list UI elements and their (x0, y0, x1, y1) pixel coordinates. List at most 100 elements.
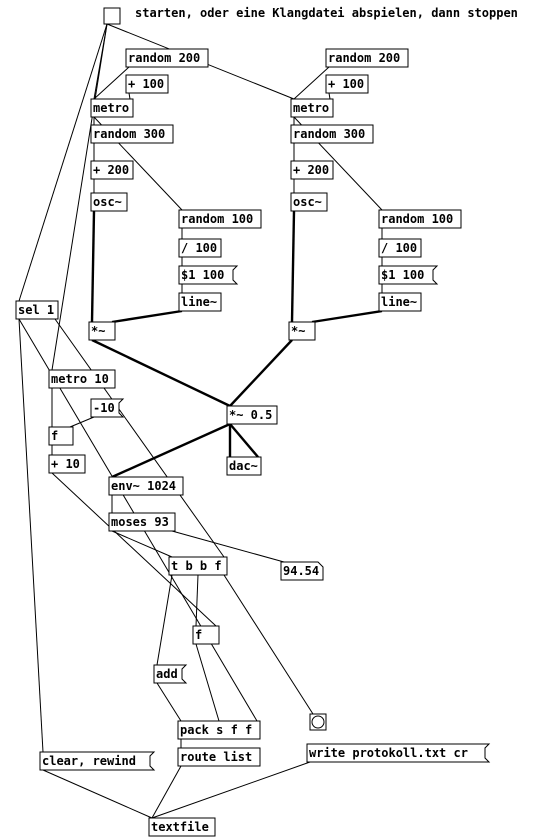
patch-cord (311, 309, 383, 324)
metro10-object[interactable]: metro 10 (48, 369, 116, 389)
p200b-object[interactable]: + 200 (290, 160, 334, 180)
patch-comment: starten, oder eine Klangdatei abspielen,… (135, 6, 518, 20)
lineA-label: line~ (181, 295, 217, 309)
mul05-object[interactable]: *~ 0.5 (226, 405, 278, 425)
d100b-label: / 100 (381, 241, 417, 255)
mulA-object[interactable]: *~ (88, 321, 116, 341)
p100a-object[interactable]: + 100 (125, 74, 169, 94)
add-label: add (156, 667, 178, 681)
patch-cord (328, 92, 331, 100)
patch-cord (90, 210, 96, 323)
dac-object[interactable]: dac~ (226, 456, 262, 476)
f2-object[interactable]: f (192, 625, 220, 645)
patch-cord (93, 66, 130, 100)
patch-cord (42, 769, 153, 819)
msgB-label: $1 100 (381, 268, 424, 282)
mul05-label: *~ 0.5 (229, 408, 272, 422)
num-num[interactable]: 94.54 (280, 561, 324, 581)
p200b-label: + 200 (293, 163, 329, 177)
r300a-object[interactable]: random 300 (90, 124, 174, 144)
bang-bang[interactable] (309, 713, 327, 731)
write-label: write protokoll.txt cr (309, 746, 468, 760)
dac-label: dac~ (229, 459, 258, 473)
oscB-object[interactable]: osc~ (290, 192, 328, 212)
metro10-label: metro 10 (51, 372, 109, 386)
metroA-object[interactable]: metro (90, 98, 134, 118)
patch-cord (223, 574, 314, 715)
patch-cord (156, 682, 182, 722)
lineB-label: line~ (381, 295, 417, 309)
p10-object[interactable]: + 10 (48, 454, 86, 474)
write-msg[interactable]: write protokoll.txt cr (306, 743, 491, 763)
p10-label: + 10 (51, 457, 80, 471)
p200a-object[interactable]: + 200 (90, 160, 134, 180)
patch-cord (111, 422, 231, 479)
patch-cord (229, 423, 259, 458)
p200a-label: + 200 (93, 163, 129, 177)
metroB-object[interactable]: metro (290, 98, 334, 118)
moses-label: moses 93 (111, 515, 169, 529)
add-msg[interactable]: add (153, 664, 188, 684)
patch-cord (151, 761, 311, 819)
r300b-label: random 300 (293, 127, 365, 141)
f1-object[interactable]: f (48, 426, 74, 446)
sel1-object[interactable]: sel 1 (15, 300, 59, 320)
r300a-label: random 300 (93, 127, 165, 141)
r200b-label: random 200 (328, 51, 400, 65)
p100b-label: + 100 (328, 77, 364, 91)
r200b-object[interactable]: random 200 (325, 48, 409, 68)
patch-cord (128, 92, 131, 100)
f1-label: f (51, 429, 58, 443)
patch-cord (18, 23, 108, 302)
patch-cord (91, 338, 231, 408)
metroA-label: metro (93, 101, 129, 115)
oscA-object[interactable]: osc~ (90, 192, 128, 212)
tbbf-object[interactable]: t b b f (168, 556, 228, 576)
mulB-object[interactable]: *~ (288, 321, 316, 341)
moses-object[interactable]: moses 93 (108, 512, 176, 532)
msgB-msg[interactable]: $1 100 (378, 265, 439, 285)
r300b-object[interactable]: random 300 (290, 124, 374, 144)
r100a-label: random 100 (181, 212, 253, 226)
pack-object[interactable]: pack s f f (177, 720, 261, 740)
tbbf-label: t b b f (171, 559, 222, 573)
patch-cord (171, 530, 285, 563)
tgl-toggle[interactable] (103, 7, 121, 25)
textfile-label: textfile (151, 820, 209, 834)
textfile-object[interactable]: textfile (148, 817, 216, 837)
patch-cord (290, 210, 296, 323)
oscB-label: osc~ (293, 195, 322, 209)
f2-label: f (195, 628, 202, 642)
patch-cord (151, 765, 182, 819)
oscA-label: osc~ (93, 195, 122, 209)
r100a-object[interactable]: random 100 (178, 209, 262, 229)
d100b-object[interactable]: / 100 (378, 238, 422, 258)
metroB-label: metro (293, 101, 329, 115)
p100b-object[interactable]: + 100 (325, 74, 369, 94)
num-label: 94.54 (283, 564, 319, 578)
msgA-label: $1 100 (181, 268, 224, 282)
msgA-msg[interactable]: $1 100 (178, 265, 239, 285)
r200a-object[interactable]: random 200 (125, 48, 209, 68)
env-object[interactable]: env~ 1024 (108, 476, 184, 496)
mulA-label: *~ (91, 324, 105, 338)
patch-cord (156, 574, 173, 666)
m10-msg[interactable]: -10 (90, 398, 125, 418)
pack-label: pack s f f (180, 723, 252, 737)
sel1-label: sel 1 (18, 303, 54, 317)
clear-msg[interactable]: clear, rewind (39, 751, 156, 771)
bang-icon[interactable] (311, 715, 325, 729)
patch-cord (293, 66, 330, 100)
patch-cord (111, 309, 183, 324)
patch-cord (69, 416, 95, 428)
patch-cord (195, 574, 199, 627)
d100a-object[interactable]: / 100 (178, 238, 222, 258)
lineA-object[interactable]: line~ (178, 292, 222, 312)
r100b-object[interactable]: random 100 (378, 209, 462, 229)
r100b-label: random 100 (381, 212, 453, 226)
route-object[interactable]: route list (177, 747, 261, 767)
lineB-object[interactable]: line~ (378, 292, 422, 312)
m10-label: -10 (93, 401, 115, 415)
mulB-label: *~ (291, 324, 305, 338)
